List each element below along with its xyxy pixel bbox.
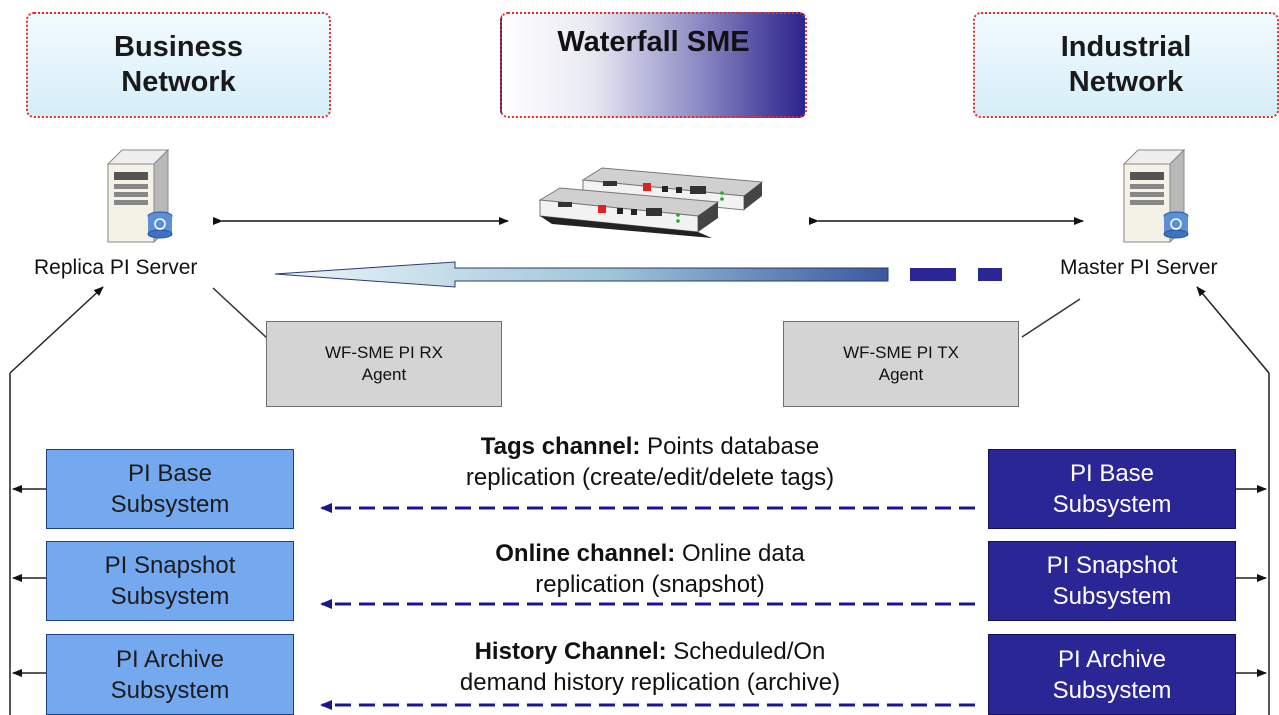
business-network-box: Business Network [26, 12, 331, 118]
channel-name: Tags channel: [480, 433, 641, 460]
subsystem-label: PI Snapshot Subsystem [1046, 552, 1178, 610]
channel-desc-2: replication (create/edit/delete tags) [465, 464, 835, 491]
tx-agent-connector [1021, 298, 1081, 338]
master-pi-base-subsystem: PI Base Subsystem [988, 449, 1236, 529]
online-channel-text: Online channel: Online data replication … [340, 538, 960, 600]
master-server-label: Master PI Server [1060, 256, 1218, 279]
tags-channel-text: Tags channel: Points database replicatio… [340, 431, 960, 493]
master-pi-archive-subsystem: PI Archive Subsystem [988, 634, 1236, 715]
subsystem-label: PI Archive Subsystem [110, 645, 230, 704]
server-tower-icon [106, 148, 173, 244]
business-network-label: Business Network [114, 31, 243, 98]
industrial-network-box: Industrial Network [973, 12, 1279, 118]
channel-name: Online channel: [495, 540, 676, 567]
tx-agent-box: WF-SME PI TX Agent [783, 321, 1019, 407]
flow-dash-1 [910, 268, 956, 281]
channel-desc: Online data [675, 540, 805, 567]
master-pi-snapshot-subsystem: PI Snapshot Subsystem [988, 541, 1236, 621]
channel-desc: Scheduled/On [666, 638, 826, 665]
tx-agent-label: WF-SME PI TX Agent [843, 343, 959, 384]
rx-agent-label: WF-SME PI RX Agent [324, 343, 444, 384]
channel-desc-2: demand history replication (archive) [459, 669, 841, 696]
waterfall-appliance-icon [538, 167, 764, 238]
replica-pi-base-subsystem: PI Base Subsystem [46, 449, 294, 529]
channel-name: History Channel: [474, 638, 667, 665]
industrial-network-label: Industrial Network [1060, 31, 1192, 98]
subsystem-label: PI Base Subsystem [110, 460, 230, 518]
replica-pi-snapshot-subsystem: PI Snapshot Subsystem [46, 541, 294, 621]
rx-agent-connector [212, 287, 269, 340]
left-loop-arrow [9, 286, 104, 374]
subsystem-label: PI Snapshot Subsystem [104, 552, 236, 610]
history-channel-text: History Channel: Scheduled/On demand his… [340, 636, 960, 698]
server-tower-icon [1122, 148, 1189, 244]
channel-desc: Points database [640, 433, 820, 460]
channel-desc-2: replication (snapshot) [535, 571, 765, 598]
replica-server-label: Replica PI Server [34, 256, 198, 279]
waterfall-sme-label: Waterfall SME [557, 26, 750, 58]
rx-agent-box: WF-SME PI RX Agent [266, 321, 502, 407]
right-loop-arrow [1196, 286, 1270, 374]
waterfall-sme-box: Waterfall SME [500, 12, 807, 118]
subsystem-label: PI Archive Subsystem [1052, 645, 1172, 704]
replica-pi-archive-subsystem: PI Archive Subsystem [46, 634, 294, 715]
replication-flow-arrow [274, 261, 889, 288]
subsystem-label: PI Base Subsystem [1052, 460, 1172, 518]
flow-dash-2 [978, 268, 1002, 281]
